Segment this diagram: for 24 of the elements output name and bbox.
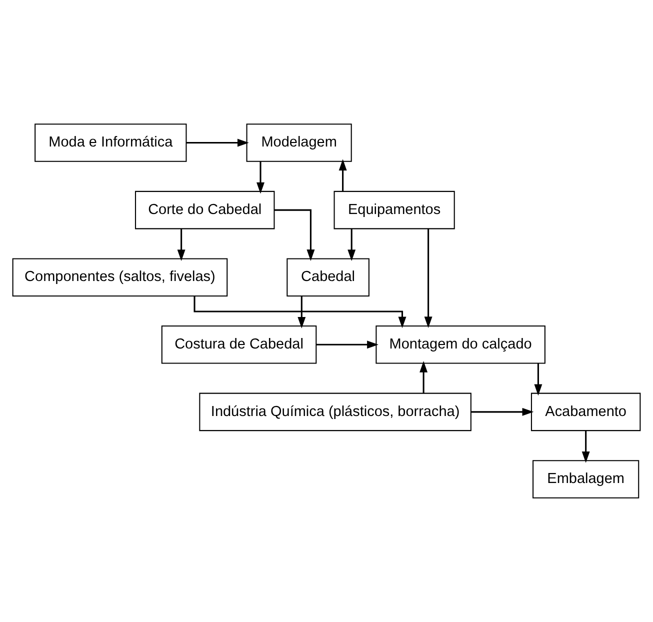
node-box: Acabamento [530, 392, 641, 432]
node-box: Moda e Informática [34, 124, 187, 162]
arrow [298, 296, 306, 328]
arrow [348, 228, 356, 262]
node-box: Costura de Cabedal [161, 326, 317, 364]
node-box: Modelagem [246, 124, 352, 162]
node-box: Corte do Cabedal [134, 190, 275, 230]
node-box: Componentes (saltos, fivelas) [12, 258, 228, 296]
arrow [177, 228, 186, 262]
node-box: Equipamentos [334, 190, 455, 230]
arrow [186, 138, 249, 147]
arrow [420, 360, 428, 394]
arrow [582, 430, 590, 463]
node-box: Indústria Química (plásticos, borracha) [199, 392, 472, 432]
node-box: Cabedal [286, 258, 370, 296]
node-box: Montagem do calçado [376, 326, 546, 364]
arrow [424, 228, 432, 328]
arrow [338, 159, 347, 192]
arrow [256, 162, 264, 194]
arrow [316, 340, 378, 349]
arrow [274, 209, 315, 261]
arrow [471, 408, 534, 416]
arrow [534, 363, 542, 396]
node-box: Embalagem [532, 460, 640, 498]
